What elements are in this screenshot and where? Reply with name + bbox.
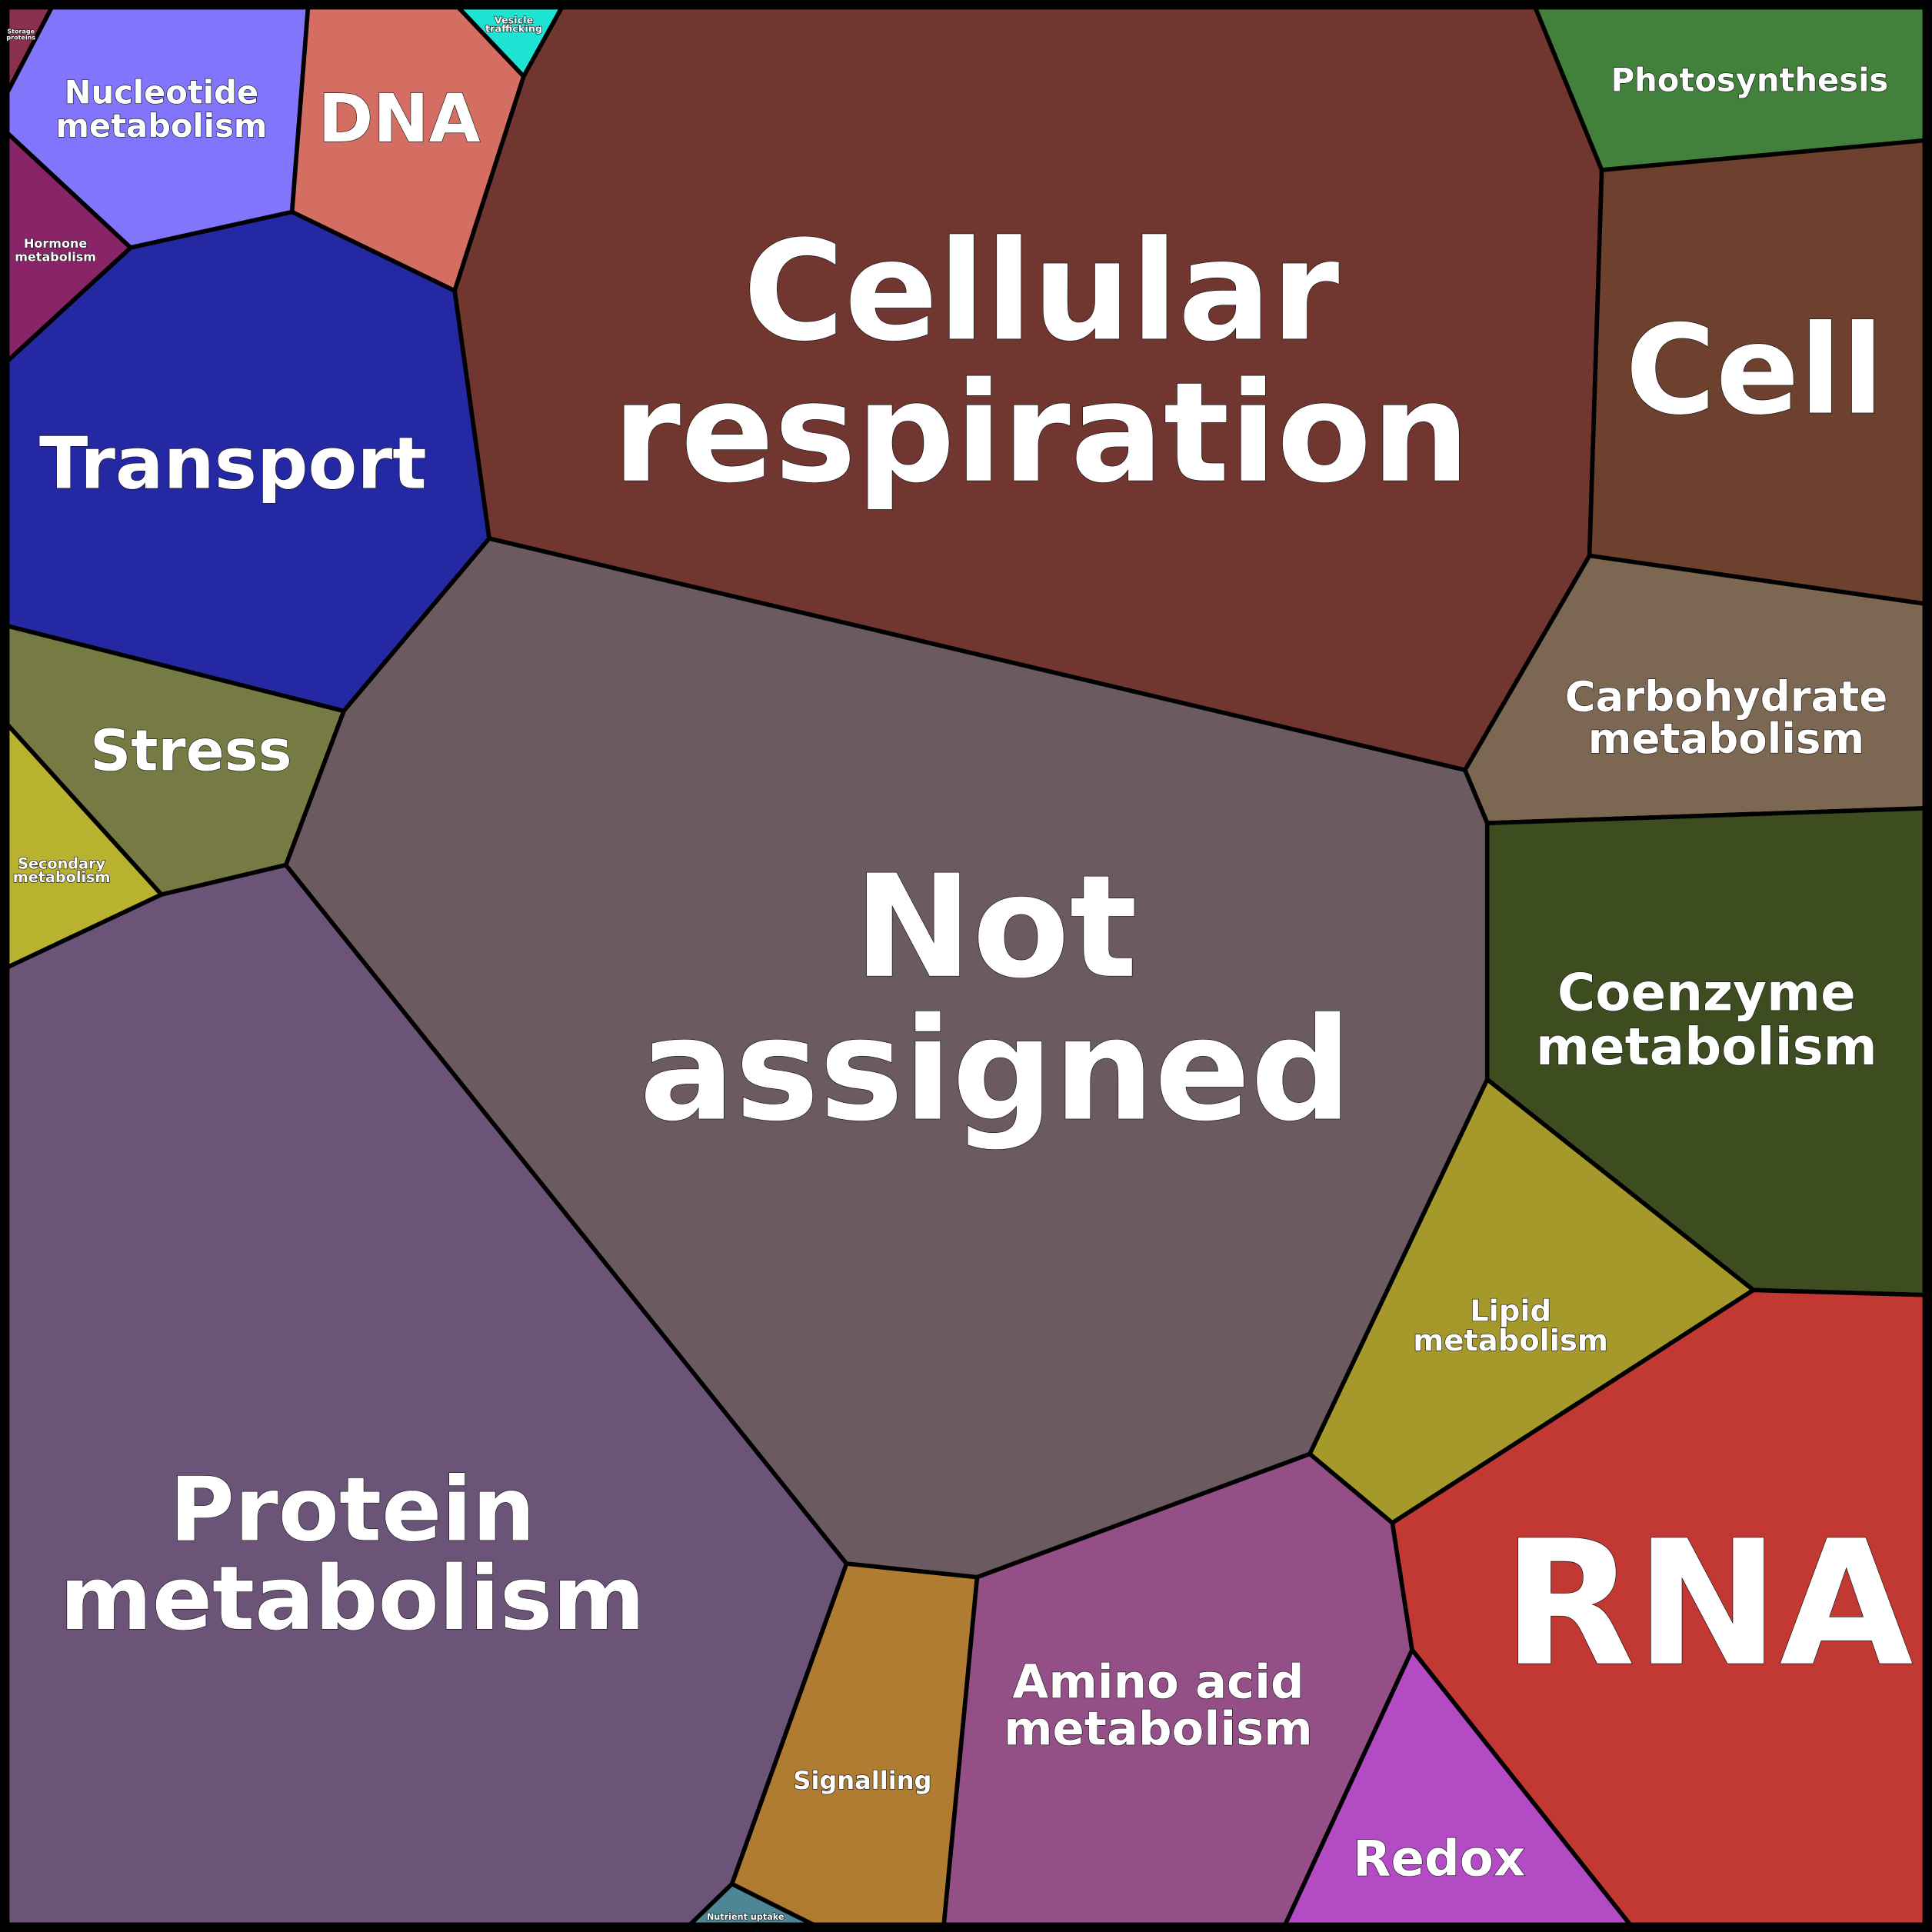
label-line: metabolism [1004,1701,1313,1756]
label-line: metabolism [1588,714,1864,763]
cell-hormone [5,131,133,364]
label-dna: DNA [318,81,480,158]
label-line: Nucleotide [65,74,259,112]
cell-transport [5,209,491,714]
label-line: proteins [6,34,35,41]
label-line: Carbohydrate [1565,671,1888,721]
label-line: Secondary [18,854,105,872]
label-line: Hormone [24,236,87,251]
label-line: RNA [1502,1504,1913,1704]
label-line: respiration [612,353,1470,514]
label-stress: Stress [90,718,291,784]
label-line: metabolism [1413,1324,1608,1358]
label-cell: Cell [1625,298,1884,442]
label-line: Protein [169,1459,535,1562]
label-line: Amino acid [1012,1655,1304,1710]
label-line: Transport [39,421,427,505]
label-line: Cell [1625,298,1884,442]
label-redox: Redox [1353,1830,1525,1887]
label-line: Stress [90,718,291,784]
label-line: Nutrient uptake [707,1912,784,1922]
label-line: Lipid [1470,1294,1551,1328]
label-line: DNA [318,81,480,158]
label-line: Not [854,845,1138,1010]
label-line: metabolism [60,1547,645,1651]
label-line: trafficking [485,24,542,35]
label-line: metabolism [55,107,267,145]
label-rna: RNA [1502,1504,1913,1704]
label-line: metabolism [1536,1017,1877,1077]
label-nutrient: Nutrient uptake [707,1912,784,1922]
label-line: Cellular [743,212,1339,372]
label-line: Vesicle [495,15,534,26]
cell-secondary [5,722,164,970]
label-line: metabolism [15,250,96,265]
label-line: Storage [7,28,35,35]
label-transport: Transport [39,421,427,505]
label-line: assigned [639,988,1352,1153]
label-line: Signalling [793,1766,931,1795]
label-line: metabolism [13,868,111,886]
label-signalling: Signalling [793,1766,931,1795]
label-line: Redox [1353,1830,1525,1887]
label-photosynthesis: Photosynthesis [1611,62,1889,99]
label-line: Photosynthesis [1611,62,1889,99]
label-line: Coenzyme [1557,963,1856,1023]
